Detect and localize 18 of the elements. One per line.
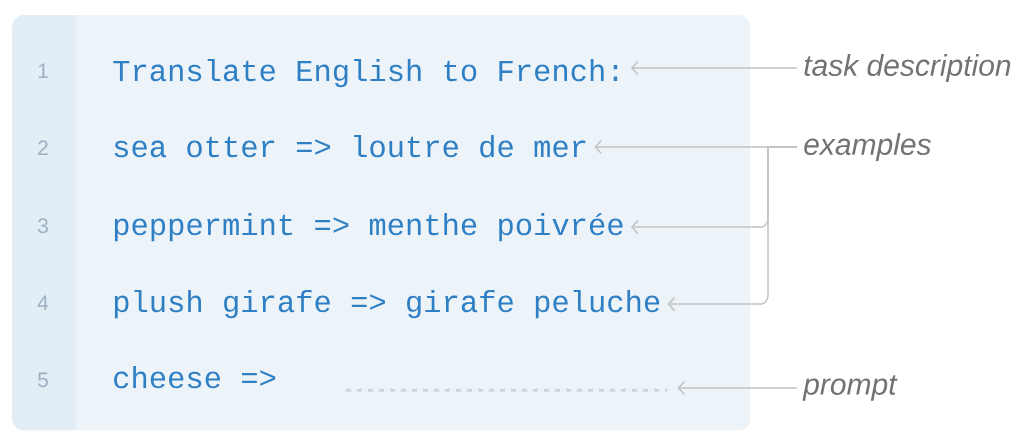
annotation: examples	[804, 133, 931, 161]
annotation: prompt	[802, 375, 898, 401]
fill-in-line	[346, 388, 668, 392]
code-line: cheese =>	[114, 365, 276, 389]
code-line: peppermint => menthe poivrée	[114, 212, 623, 242]
code-panel	[75, 15, 751, 431]
line-number: 1	[38, 63, 48, 78]
annotation: task description	[804, 54, 1011, 82]
line-number: 5	[38, 372, 48, 388]
line-number: 3	[37, 218, 48, 234]
arrow	[677, 380, 798, 396]
arrow	[667, 146, 798, 312]
line-number: 2	[38, 140, 48, 155]
code-line: sea otter => loutre de mer	[114, 134, 586, 158]
arrow	[630, 60, 798, 76]
line-number: 4	[37, 295, 49, 310]
code-line: Translate English to French:	[113, 58, 618, 88]
code-line: plush girafe => girafe peluche	[114, 289, 660, 319]
